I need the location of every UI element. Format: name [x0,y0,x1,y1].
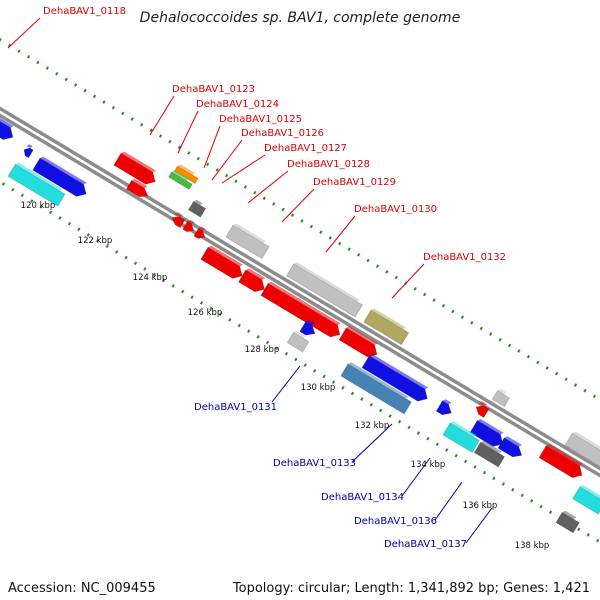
gene-feature-5 [113,151,157,185]
gene-feature-33 [572,485,600,515]
gene-label-dehabav1_0126[interactable]: DehaBAV1_0126 [241,128,324,139]
topology-text: Topology: circular; Length: 1,341,892 bp… [232,581,590,596]
gene-feature-13 [225,223,270,260]
label-leader-line [247,170,289,204]
gene-feature-12 [193,226,207,239]
gene-feature-32 [538,444,583,478]
scale-tick-label: 136 kbp [463,501,498,511]
gene-features [0,107,600,534]
backbone-line-top [0,106,600,471]
gene-feature-16 [286,262,363,318]
gene-label-dehabav1_0127[interactable]: DehaBAV1_0127 [264,143,347,154]
gene-feature-11 [182,219,195,233]
accession-text: Accession: NC_009455 [8,581,156,596]
scale-tick-label: 132 kbp [355,421,390,431]
gene-feature-15 [238,268,266,293]
gene-feature-22 [361,354,429,402]
gene-feature-24 [435,399,452,416]
gene-label-dehabav1_0134[interactable]: DehaBAV1_0134 [321,492,404,503]
label-leader-line [7,17,41,49]
label-leader-line [203,125,221,169]
scale-ticks: 120 kbp 122 kbp 124 kbp 126 kbp 128 kbp 130 k… [21,201,550,551]
scale-tick-label: 120 kbp [21,201,56,211]
label-leader-line [271,365,301,403]
dotted-guide-lower [0,180,600,544]
genome-title: Dehalococcoides sp. BAV1, complete genom… [139,10,461,26]
dotted-guide-upper [0,37,600,402]
label-leader-line [391,263,425,299]
gene-label-dehabav1_0136[interactable]: DehaBAV1_0136 [354,516,437,527]
gene-feature-29 [491,389,510,407]
gene-feature-6 [125,178,149,198]
scale-tick-label: 122 kbp [78,236,113,246]
gene-feature-30 [475,401,490,418]
gene-label-dehabav1_0118[interactable]: DehaBAV1_0118 [43,6,126,17]
label-leader-line [221,154,266,184]
scale-tick-label: 124 kbp [133,273,168,283]
gene-label-dehabav1_0130[interactable]: DehaBAV1_0130 [354,204,437,215]
gene-feature-31 [564,431,600,473]
gene-feature-10 [171,212,186,229]
gene-label-dehabav1_0137[interactable]: DehaBAV1_0137 [384,539,467,550]
gene-label-dehabav1_0131[interactable]: DehaBAV1_0131 [194,402,277,413]
gene-label-dehabav1_0124[interactable]: DehaBAV1_0124 [196,99,279,110]
gene-feature-27 [497,436,523,458]
label-leader-line [434,481,463,521]
gene-feature-23 [340,362,412,415]
gene-feature-21 [299,319,316,336]
gene-labels: DehaBAV1_0118DehaBAV1_0123DehaBAV1_0124D… [7,6,506,550]
label-leader-line [401,457,431,497]
gene-feature-25 [469,418,504,447]
gene-label-dehabav1_0133[interactable]: DehaBAV1_0133 [273,458,356,469]
dotted-guides [0,37,600,544]
gene-feature-1 [0,107,14,140]
gene-feature-9 [188,199,207,218]
gene-feature-2 [23,144,34,159]
gene-feature-18 [363,308,410,346]
label-leader-line [177,110,199,154]
label-leader-line [281,188,315,223]
gene-feature-8 [168,170,193,190]
scale-tick-label: 130 kbp [301,383,336,393]
gene-feature-28 [473,440,505,468]
gene-label-dehabav1_0129[interactable]: DehaBAV1_0129 [313,177,396,188]
gene-label-dehabav1_0123[interactable]: DehaBAV1_0123 [172,84,255,95]
gene-label-dehabav1_0132[interactable]: DehaBAV1_0132 [423,252,506,263]
label-leader-line [351,423,393,463]
gene-feature-7 [174,164,199,184]
gene-feature-34 [555,510,580,534]
gene-label-dehabav1_0125[interactable]: DehaBAV1_0125 [219,114,302,125]
label-leader-line [325,215,356,253]
scale-tick-label: 134 kbp [411,460,446,470]
gene-feature-17 [260,281,341,338]
gene-label-dehabav1_0128[interactable]: DehaBAV1_0128 [287,159,370,170]
scale-tick-label: 128 kbp [245,345,280,355]
scale-tick-label: 138 kbp [515,541,550,551]
gene-feature-20 [286,330,310,353]
gene-feature-3 [32,156,87,197]
label-leader-line [149,95,175,136]
gene-feature-14 [200,245,244,279]
label-leader-line [211,139,243,181]
label-leader-line [465,507,493,544]
gene-feature-26 [442,421,480,453]
scale-tick-label: 126 kbp [188,308,223,318]
gene-feature-4 [7,162,66,207]
